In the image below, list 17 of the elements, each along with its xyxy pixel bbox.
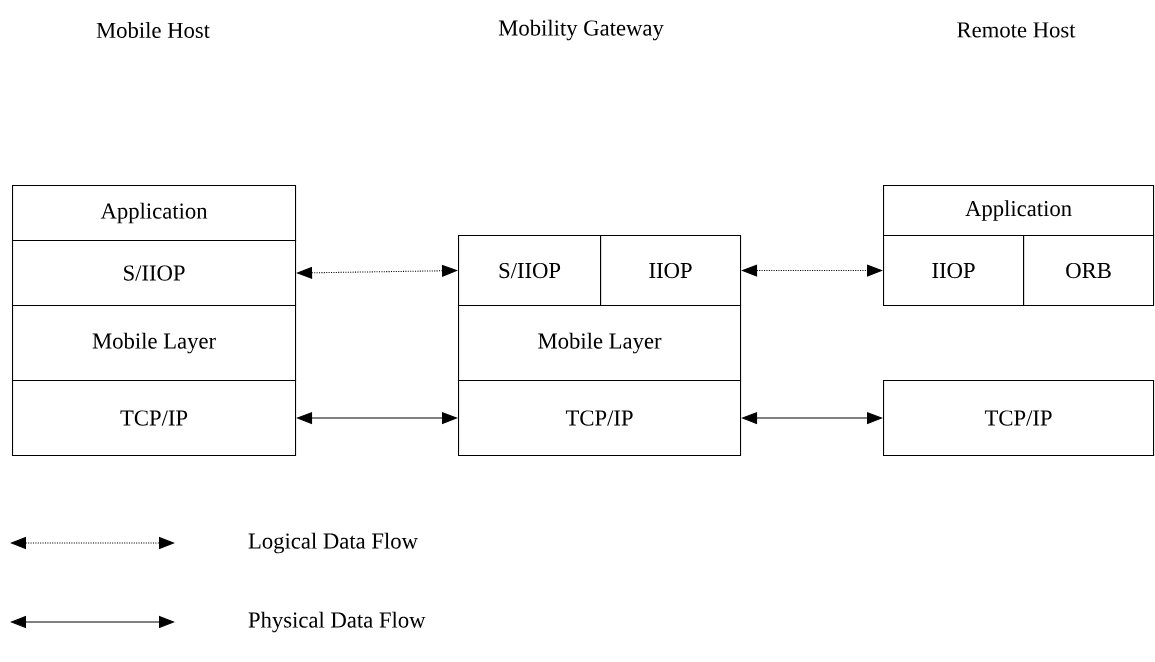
layer-box: IIOP xyxy=(600,235,742,307)
host-title: Mobile Host xyxy=(96,22,210,38)
layer-box: S/IIOP xyxy=(12,240,297,307)
layer-box: Application xyxy=(883,185,1155,237)
layer-box: S/IIOP xyxy=(458,235,602,307)
layer-box: IIOP xyxy=(883,235,1025,307)
layer-box: TCP/IP xyxy=(12,380,297,457)
layer-box: Application xyxy=(12,185,297,242)
host-title: Remote Host xyxy=(957,22,1076,38)
layer-box: TCP/IP xyxy=(883,380,1155,457)
layer-box: Mobile Layer xyxy=(12,305,297,382)
layer-box: Mobile Layer xyxy=(458,305,742,382)
host-title: Mobility Gateway xyxy=(498,19,664,41)
legend-text: Logical Data Flow xyxy=(248,532,418,554)
layer-box: TCP/IP xyxy=(458,380,742,457)
legend-text: Physical Data Flow xyxy=(248,611,426,633)
layer-box: ORB xyxy=(1023,235,1155,307)
